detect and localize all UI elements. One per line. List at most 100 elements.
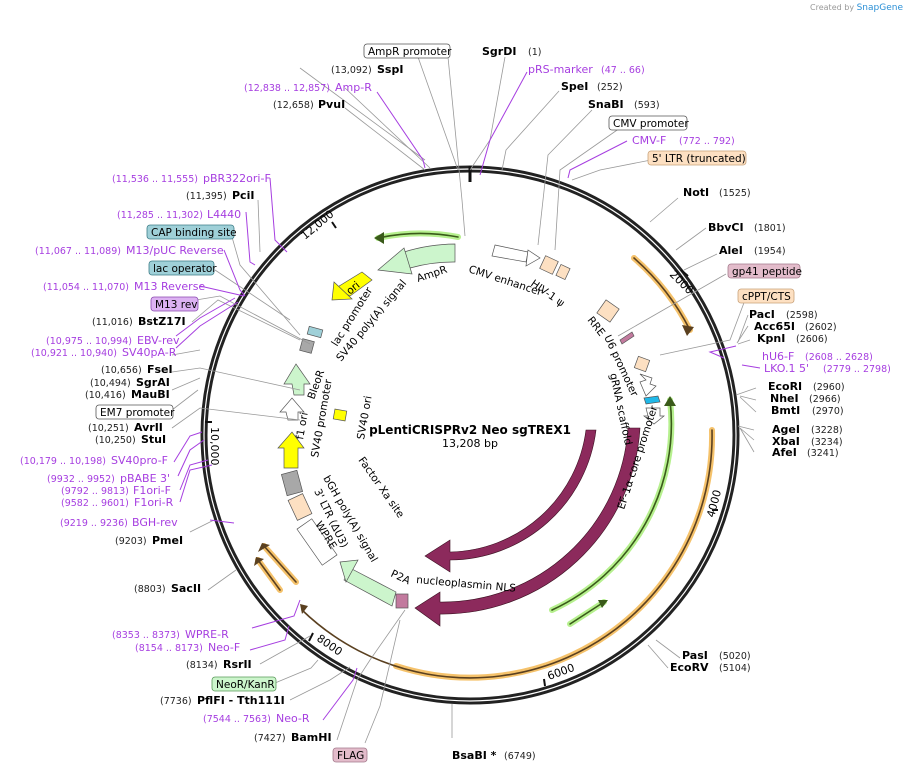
svg-text:(9792 .. 9813): (9792 .. 9813) [61,486,129,497]
enzyme-avrii[interactable]: (10,251)AvrII [88,421,163,434]
primer-labels: pRS-marker(47 .. 66) CMV-F(772 .. 792) h… [20,63,891,725]
primer-m13-reverse[interactable]: (11,054 .. 11,070)M13 Reverse [43,280,205,293]
svg-text:CMV-F: CMV-F [632,134,666,147]
factor-xa-label: Factor Xa site [356,455,407,520]
primer-f1ori-r[interactable]: (9582 .. 9601)F1ori-R [61,496,174,509]
label-lac-operator[interactable]: lac operator [148,260,217,276]
label-m13-rev[interactable]: M13 rev [150,296,199,312]
wpre-box [296,518,338,566]
rre-box [596,299,620,323]
enzyme-spei[interactable]: SpeI(252) [561,80,623,93]
tick-10000: 10,000 [208,427,221,466]
label-cppt[interactable]: cPPT/CTS [737,288,795,304]
enzyme-bstz17i[interactable]: (11,016)BstZ17I [92,315,186,328]
label-cmv-promoter[interactable]: CMV promoter [608,115,689,131]
primer-m13-puc-reverse[interactable]: (11,067 .. 11,089)M13/pUC Reverse [35,244,224,257]
enzyme-snabi[interactable]: SnaBI(593) [588,98,660,111]
enzyme-pvui[interactable]: (12,658)PvuI [273,98,345,111]
svg-text:(10,975 .. 10,994): (10,975 .. 10,994) [46,336,132,347]
svg-text:(12,838 .. 12,857): (12,838 .. 12,857) [244,83,330,94]
label-gp41[interactable]: gp41 peptide [727,263,802,279]
svg-text:(10,494): (10,494) [90,378,131,389]
enzyme-stui[interactable]: (10,250)StuI [95,433,166,446]
enzyme-fsei[interactable]: (10,656)FseI [101,363,173,376]
label-ampr-promoter[interactable]: AmpR promoter [363,43,452,59]
svg-text:(5104): (5104) [719,663,751,674]
orf-arcs [254,255,716,681]
label-5ltr[interactable]: 5' LTR (truncated) [647,150,747,166]
svg-text:BsaBI *: BsaBI * [452,749,497,762]
svg-text:cPPT/CTS: cPPT/CTS [742,291,791,303]
enzyme-rsrii[interactable]: (8134)RsrII [186,658,252,671]
enzyme-noti[interactable]: NotI(1525) [683,186,751,199]
svg-text:(47 .. 66): (47 .. 66) [601,65,645,76]
cas9-inner-arrow [424,429,597,573]
primer-sv40pa-r[interactable]: (10,921 .. 10,940)SV40pA-R [31,346,177,359]
svg-text:PacI: PacI [749,308,775,321]
enzyme-ecorv[interactable]: EcoRV(5104) [670,661,751,674]
enzyme-nhei[interactable]: NheI(2966) [770,392,841,405]
svg-text:PasI: PasI [682,649,708,662]
plasmid-size: 13,208 bp [442,437,498,450]
primer-wpre-r[interactable]: (8353 .. 8373)WPRE-R [112,628,229,641]
primer-cmv-f[interactable]: CMV-F(772 .. 792) [632,134,735,147]
svg-text:(3241): (3241) [807,448,839,459]
enzyme-acc65i[interactable]: Acc65I(2602) [754,320,837,333]
enzyme-agei[interactable]: AgeI(3228) [772,423,843,436]
primer-pbabe-3[interactable]: (9932 .. 9952)pBABE 3' [47,472,170,485]
primer-amp-r[interactable]: (12,838 .. 12,857)Amp-R [244,81,372,94]
f1ori-label: f1 ori [294,411,311,440]
primer-neo-r[interactable]: (7544 .. 7563)Neo-R [203,712,310,725]
svg-text:(9932 .. 9952): (9932 .. 9952) [47,474,115,485]
enzyme-pflfi-tth111i[interactable]: (7736)PflFI - Tth111I [160,694,285,707]
primer-ebv-rev[interactable]: (10,975 .. 10,994)EBV-rev [46,334,180,347]
svg-text:PflFI - Tth111I: PflFI - Tth111I [197,694,285,707]
enzyme-maubi[interactable]: (10,416)MauBI [85,388,170,401]
svg-text:(3234): (3234) [811,437,843,448]
enzyme-sspi[interactable]: (13,092)SspI [331,63,403,76]
svg-text:FseI: FseI [147,363,173,376]
primer-pbr322ori-f[interactable]: (11,536 .. 11,555)pBR322ori-F [112,172,271,185]
enzyme-sacii[interactable]: (8803)SacII [134,582,201,595]
enzyme-bamhi[interactable]: (7427)BamHI [254,731,332,744]
svg-text:SgrAI: SgrAI [136,376,170,389]
svg-text:(9219 .. 9236): (9219 .. 9236) [60,518,128,529]
enzyme-labels: SgrDI(1) SpeI(252) SnaBI(593) NotI(1525)… [85,45,845,762]
f1-ori-arrow [277,431,305,469]
enzyme-sgrdi[interactable]: SgrDI(1) [482,45,541,58]
svg-text:(1954): (1954) [754,246,786,257]
primer-f1ori-f[interactable]: (9792 .. 9813)F1ori-F [61,484,171,497]
svg-text:M13/pUC Reverse: M13/pUC Reverse [126,244,224,257]
enzyme-pasi[interactable]: PasI(5020) [682,649,751,662]
cas9-inner-label: Cas9 [536,533,563,555]
primer-neo-f[interactable]: (8154 .. 8173)Neo-F [135,641,240,654]
ori-arrowhead [331,281,353,301]
label-neor-kanr[interactable]: NeoR/KanR [211,676,277,692]
enzyme-alei[interactable]: AleI(1954) [719,244,786,257]
primer-prs-marker[interactable]: pRS-marker(47 .. 66) [528,63,645,76]
enzyme-bbvci[interactable]: BbvCI(1801) [708,221,786,234]
enzyme-bmti[interactable]: BmtI(2970) [771,404,844,417]
primer-lko1-5[interactable]: LKO.1 5'(2779 .. 2798) [764,362,891,375]
label-flag[interactable]: FLAG [332,747,368,763]
hiv-psi-box [539,255,559,275]
enzyme-afei[interactable]: AfeI(3241) [772,446,839,459]
primer-bgh-rev[interactable]: (9219 .. 9236)BGH-rev [60,516,178,529]
svg-text:PmeI: PmeI [152,534,183,547]
enzyme-pmei[interactable]: (9203)PmeI [115,534,183,547]
label-cap-binding[interactable]: CAP binding site [146,224,237,240]
primer-sv40pro-f[interactable]: (10,179 .. 10,198)SV40pro-F [20,454,168,467]
svg-text:gp41 peptide: gp41 peptide [732,266,802,278]
enzyme-bsabi[interactable]: BsaBI *(6749) [452,749,536,762]
enzyme-sgrai[interactable]: (10,494) SgrAI [90,376,170,389]
primer-lines [173,71,761,721]
enzyme-kpni[interactable]: KpnI(2606) [757,332,828,345]
primer-hu6-f[interactable]: hU6-F(2608 .. 2628) [762,350,873,363]
label-em7-promoter[interactable]: EM7 promoter [95,404,175,420]
enzyme-xbai[interactable]: XbaI(3234) [772,435,843,448]
enzyme-ecori[interactable]: EcoRI(2960) [768,380,845,393]
enzyme-paci[interactable]: PacI(2598) [749,308,818,321]
enzyme-pcii[interactable]: (11,395)PciI [186,189,254,202]
primer-l4440[interactable]: (11,285 .. 11,302)L4440 [117,208,241,221]
